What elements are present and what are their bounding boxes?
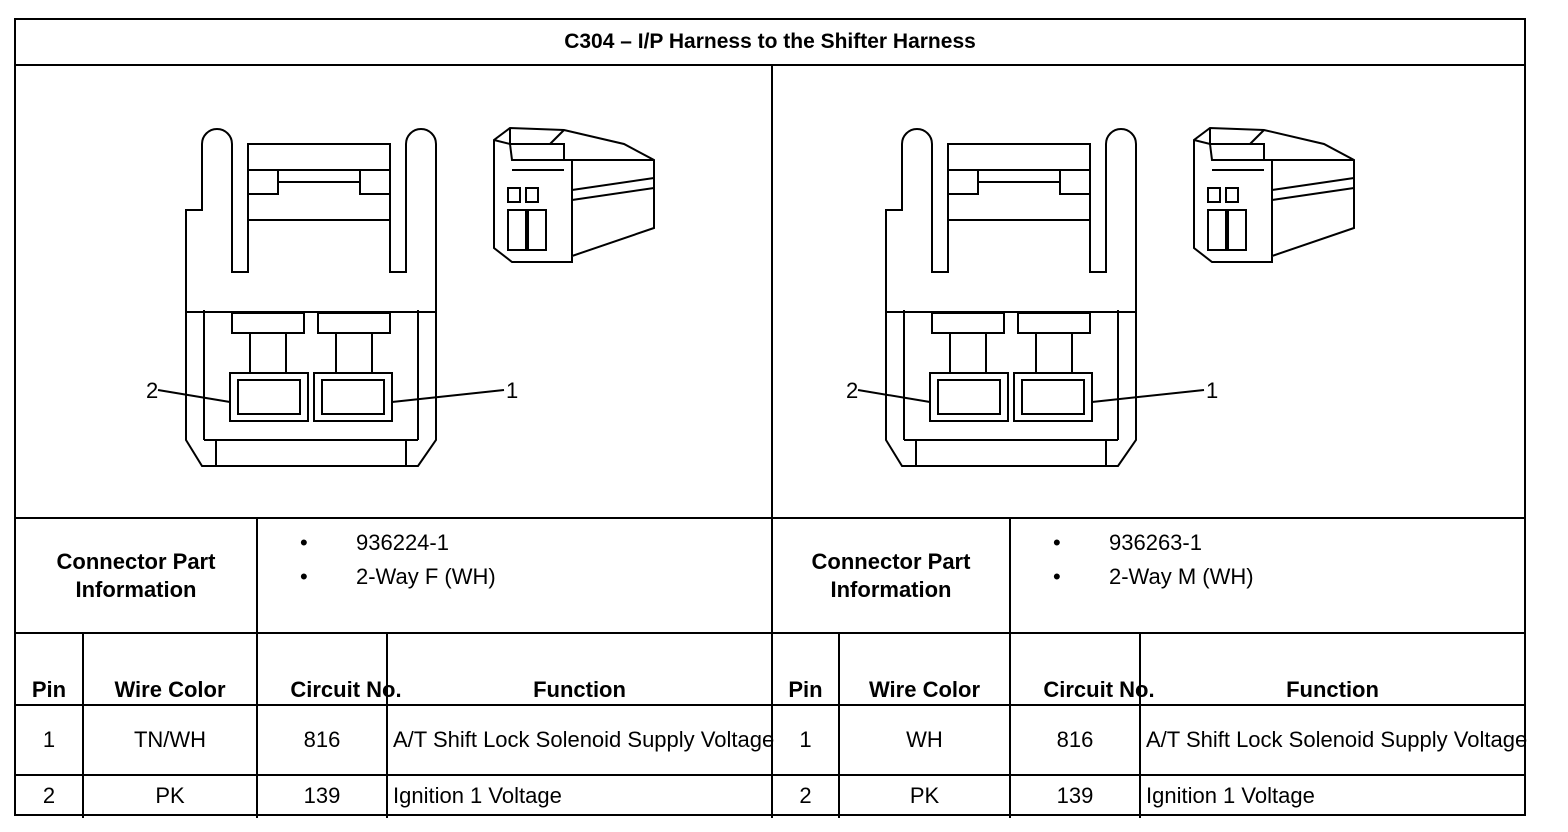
callout-pin-2: 2 (846, 378, 858, 403)
function-cell: Ignition 1 Voltage (1146, 783, 1315, 808)
connector-face-drawing-right: 2 1 (846, 126, 1355, 467)
rule (1009, 517, 1011, 818)
column-header-pin: Pin (788, 677, 823, 702)
function-cell: A/T Shift Lock Solenoid Supply Voltage (1146, 727, 1528, 752)
function-cell: Ignition 1 Voltage (393, 783, 562, 808)
callout-pin-2: 2 (146, 378, 158, 403)
connector-sheet: C304 – I/P Harness to the Shifter Harnes… (14, 18, 1528, 818)
column-header-wire-color: Wire Color (114, 677, 226, 702)
rule (386, 632, 388, 818)
wire-color-cell: PK (155, 783, 185, 808)
connector-face-drawing-left: 2 1 (146, 126, 655, 467)
part-info-label-left: Connector Part Information (56, 548, 216, 602)
part-number: 936224-1 (356, 530, 449, 555)
bullet-icon: • (300, 530, 308, 555)
part-number: 936263-1 (1109, 530, 1202, 555)
circuit-cell: 139 (303, 783, 341, 808)
rule (16, 774, 1524, 776)
part-info-list-left: • 936224-1 • 2-Way F (WH) (258, 526, 496, 594)
rule (16, 632, 1524, 634)
part-info-list-right: • 936263-1 • 2-Way M (WH) (1011, 526, 1254, 594)
rule (16, 64, 1524, 66)
callout-pin-1: 1 (506, 378, 518, 403)
function-cell: A/T Shift Lock Solenoid Supply Voltage (393, 727, 775, 752)
rule (838, 632, 840, 818)
column-header-pin: Pin (31, 677, 67, 702)
part-info-item: • 2-Way F (WH) (258, 560, 496, 594)
column-header-circuit: Circuit No. (290, 677, 402, 702)
part-info-item: • 2-Way M (WH) (1011, 560, 1254, 594)
rule (16, 517, 1524, 519)
wire-color-cell: PK (909, 783, 940, 808)
circuit-cell: 139 (1056, 783, 1094, 808)
pin-cell: 2 (799, 783, 812, 808)
pin-cell: 1 (42, 727, 56, 752)
wire-color-cell: WH (906, 727, 943, 752)
connector-type: 2-Way M (WH) (1109, 564, 1254, 589)
column-header-circuit: Circuit No. (1043, 677, 1155, 702)
circuit-cell: 816 (1056, 727, 1094, 752)
part-info-item: • 936263-1 (1011, 526, 1254, 560)
bullet-icon: • (1053, 564, 1061, 589)
wire-color-cell: TN/WH (133, 727, 207, 752)
callout-pin-1: 1 (1206, 378, 1218, 403)
rule (16, 704, 1524, 706)
circuit-cell: 816 (303, 727, 341, 752)
part-info-label-right: Connector Part Information (811, 548, 971, 602)
rule (82, 632, 84, 818)
bullet-icon: • (300, 564, 308, 589)
rule (1139, 632, 1141, 818)
part-info-item: • 936224-1 (258, 526, 496, 560)
connector-type: 2-Way F (WH) (356, 564, 496, 589)
rule (771, 64, 773, 818)
column-header-function: Function (533, 677, 626, 702)
pin-cell: 1 (799, 727, 812, 752)
column-header-function: Function (1286, 677, 1379, 702)
pin-cell: 2 (42, 783, 56, 808)
page-title: C304 – I/P Harness to the Shifter Harnes… (564, 30, 976, 53)
column-header-wire-color: Wire Color (868, 677, 981, 702)
bullet-icon: • (1053, 530, 1061, 555)
rule (256, 517, 258, 818)
